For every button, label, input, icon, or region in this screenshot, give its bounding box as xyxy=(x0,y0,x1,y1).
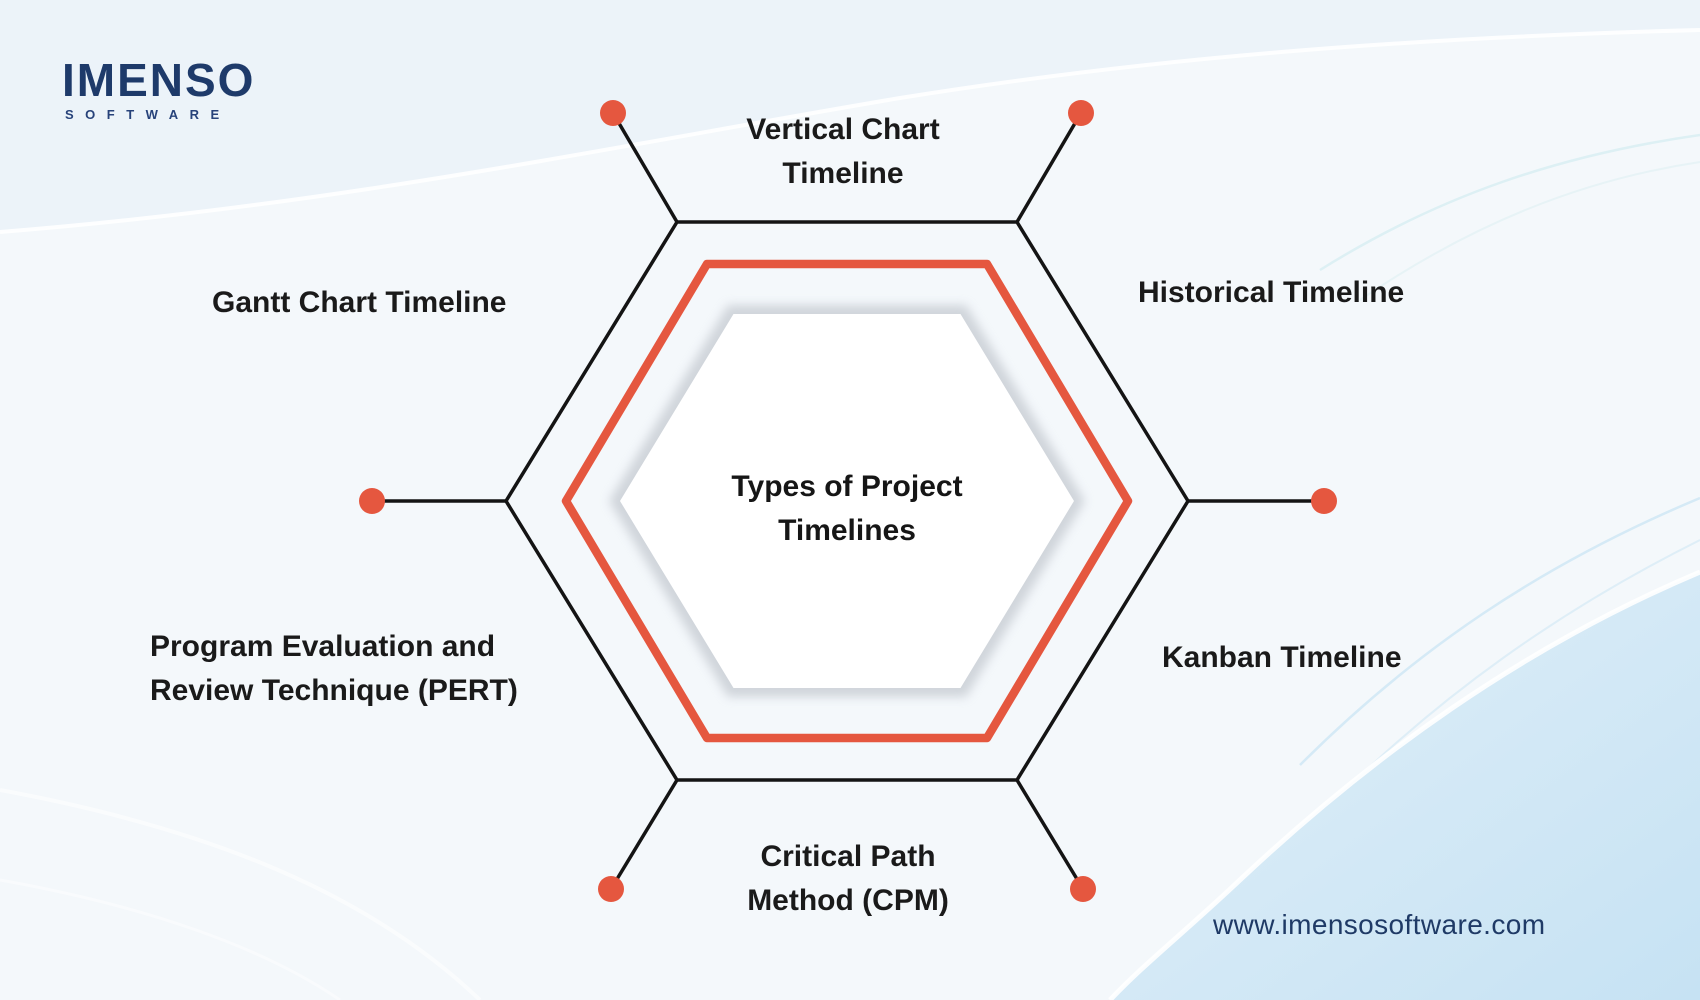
node-dot-right xyxy=(1311,488,1337,514)
connector-bottom-right xyxy=(1015,779,1085,890)
bottom-right-wedge xyxy=(1110,572,1700,1000)
top-right-wave-line-2 xyxy=(1359,161,1700,301)
center-title: Types of Project Timelines xyxy=(731,470,963,547)
node-dot-top-right xyxy=(1068,100,1094,126)
node-dot-bottom-left xyxy=(598,876,624,902)
top-wave-line xyxy=(0,28,1700,234)
node-dot-bottom-right xyxy=(1070,876,1096,902)
node-label-gantt: Gantt Chart Timeline xyxy=(212,286,507,319)
node-dot-top-left xyxy=(600,100,626,126)
logo-imenso: IMENSO SOFTWARE xyxy=(62,56,255,122)
outer-hexagon-outline xyxy=(503,220,1191,782)
inner-hexagon xyxy=(620,314,1074,688)
wedge-wave-line xyxy=(1299,496,1700,766)
bottom-left-wave-line xyxy=(0,788,482,1000)
website-url: www.imensosoftware.com xyxy=(1213,909,1546,940)
node-label-kanban: Kanban Timeline xyxy=(1162,641,1402,674)
connector-top-right xyxy=(1015,112,1083,223)
node-dot-left xyxy=(359,488,385,514)
logo-tagline: SOFTWARE xyxy=(65,107,231,122)
connector-top-left xyxy=(611,112,679,223)
connector-lines xyxy=(372,112,1324,890)
bottom-left-wave-line-2 xyxy=(0,878,341,1000)
wedge-edge-highlight xyxy=(1108,569,1700,1000)
logo-name: IMENSO xyxy=(62,54,256,106)
connector-bottom-left xyxy=(609,779,679,890)
node-dots xyxy=(359,100,1337,902)
top-wave-band xyxy=(0,0,1700,232)
node-label-historical: Historical Timeline xyxy=(1138,276,1405,309)
accent-hexagon xyxy=(561,259,1133,743)
node-label-critical-path: Critical Path Method (CPM) xyxy=(747,840,949,917)
node-label-pert: Program Evaluation and Review Technique … xyxy=(150,630,518,707)
node-label-vertical-chart: Vertical Chart Timeline xyxy=(746,113,940,190)
top-right-wave-line xyxy=(1319,133,1700,272)
